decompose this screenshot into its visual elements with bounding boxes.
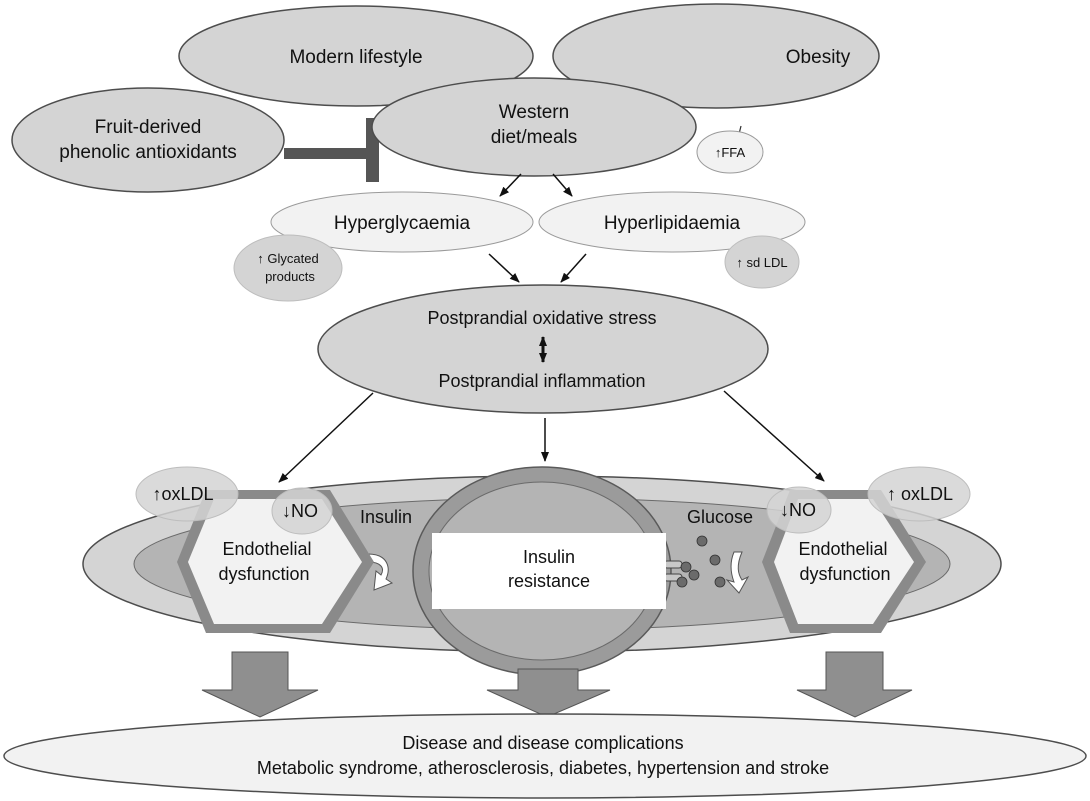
western-diet-label-2: diet/meals: [491, 127, 578, 148]
glucose-dot: [680, 561, 692, 573]
inhibition-symbol: [284, 118, 379, 182]
ffa-shape: [696, 130, 764, 174]
modern-lifestyle-node: Modern lifestyle: [178, 5, 534, 107]
glucose-molecules: [676, 535, 726, 588]
no-right-label: ↓NO: [780, 500, 816, 520]
ffa-label: ↑FFA: [715, 145, 746, 160]
arrow-diet-hyperlipidaemia: [552, 173, 573, 197]
inhibition-bar: [284, 148, 374, 159]
oxldl-left-label: ↑oxLDL: [152, 484, 213, 504]
oxidative-stress-label: Postprandial oxidative stress: [427, 308, 656, 328]
glucose-dot: [709, 554, 721, 566]
insulin-label: Insulin: [360, 507, 412, 527]
glycated-products-shape: [233, 234, 343, 302]
glucose-dot: [676, 576, 688, 588]
transporter-bar-top: [663, 560, 683, 569]
oxldl-left-shape: [135, 466, 239, 522]
hyperglycaemia-node: Hyperglycaemia: [270, 191, 534, 253]
no-left-shape: [271, 487, 333, 535]
disease-label-2: Metabolic syndrome, atherosclerosis, dia…: [257, 758, 829, 778]
glycated-products-label-2: products: [265, 269, 315, 284]
western-diet-node: Western diet/meals: [371, 77, 697, 177]
oxldl-right-node: ↑ oxLDL: [867, 466, 971, 522]
block-arrow-left: [201, 651, 319, 718]
obesity-label: Obesity: [786, 47, 851, 68]
hyperlipidaemia-label: Hyperlipidaemia: [604, 213, 741, 234]
ffa-node: ↑FFA: [696, 130, 764, 174]
fruit-antioxidants-label-1: Fruit-derived: [95, 117, 202, 138]
glucose-dot: [688, 569, 700, 581]
hyperglycaemia-shape: [270, 191, 534, 253]
modern-lifestyle-shape: [178, 5, 534, 107]
no-left-node: ↓NO: [271, 487, 333, 535]
glucose-dot: [714, 576, 726, 588]
sd-ldl-node: ↑ sd LDL: [724, 235, 800, 289]
oxldl-right-label: ↑ oxLDL: [887, 484, 953, 504]
glucose-dot: [696, 535, 708, 547]
insulin-resistance-box: [432, 533, 666, 609]
western-diet-label-1: Western: [499, 102, 569, 123]
western-diet-shape: [371, 77, 697, 177]
modern-lifestyle-label: Modern lifestyle: [289, 47, 422, 68]
insulin-resistance-node: Insulin resistance: [432, 533, 666, 609]
fruit-antioxidants-label-2: phenolic antioxidants: [59, 142, 236, 163]
arrow-hyperglycaemia-stress: [488, 253, 520, 283]
block-arrow-center: [486, 668, 611, 718]
fruit-antioxidants-node: Fruit-derived phenolic antioxidants: [11, 87, 285, 193]
oxldl-left-node: ↑oxLDL: [135, 466, 239, 522]
glycated-products-label-1: ↑ Glycated: [257, 251, 318, 266]
endothelial-right-label-1: Endothelial: [798, 539, 887, 559]
insulin-resistance-label-1: Insulin: [523, 547, 575, 567]
obesity-shape: [552, 3, 880, 109]
glycated-products-node: ↑ Glycated products: [233, 234, 343, 302]
glucose-curved-arrow: [725, 551, 750, 594]
arrow-hyperlipidaemia-stress: [560, 253, 587, 283]
arrow-diet-hyperglycaemia: [499, 173, 522, 197]
postprandial-node: Postprandial oxidative stress Postprandi…: [317, 284, 769, 414]
hyperlipidaemia-shape: [538, 191, 806, 253]
block-arrow-right: [796, 651, 913, 718]
hyperglycaemia-label: Hyperglycaemia: [334, 213, 471, 234]
disease-shape: [3, 713, 1087, 799]
oxldl-right-shape: [867, 466, 971, 522]
no-right-node: ↓NO: [766, 486, 832, 534]
insulin-resistance-label-2: resistance: [508, 571, 590, 591]
no-left-label: ↓NO: [282, 501, 318, 521]
hyperlipidaemia-node: Hyperlipidaemia: [538, 191, 806, 253]
glucose-label: Glucose: [687, 507, 753, 527]
endothelial-left-label-1: Endothelial: [222, 539, 311, 559]
inflammation-label: Postprandial inflammation: [438, 371, 645, 391]
disease-node: Disease and disease complications Metabo…: [3, 713, 1087, 799]
sd-ldl-shape: [724, 235, 800, 289]
arrow-stress-left: [278, 392, 374, 483]
insulin-curved-arrow: [367, 553, 394, 591]
disease-label-1: Disease and disease complications: [402, 733, 683, 753]
endothelial-left-label-2: dysfunction: [218, 564, 309, 584]
obesity-node: Obesity: [552, 3, 880, 109]
fruit-antioxidants-shape: [11, 87, 285, 193]
endothelial-right-label-2: dysfunction: [799, 564, 890, 584]
sd-ldl-label: ↑ sd LDL: [736, 255, 787, 270]
arrow-stress-right: [723, 390, 825, 482]
no-right-shape: [766, 486, 832, 534]
